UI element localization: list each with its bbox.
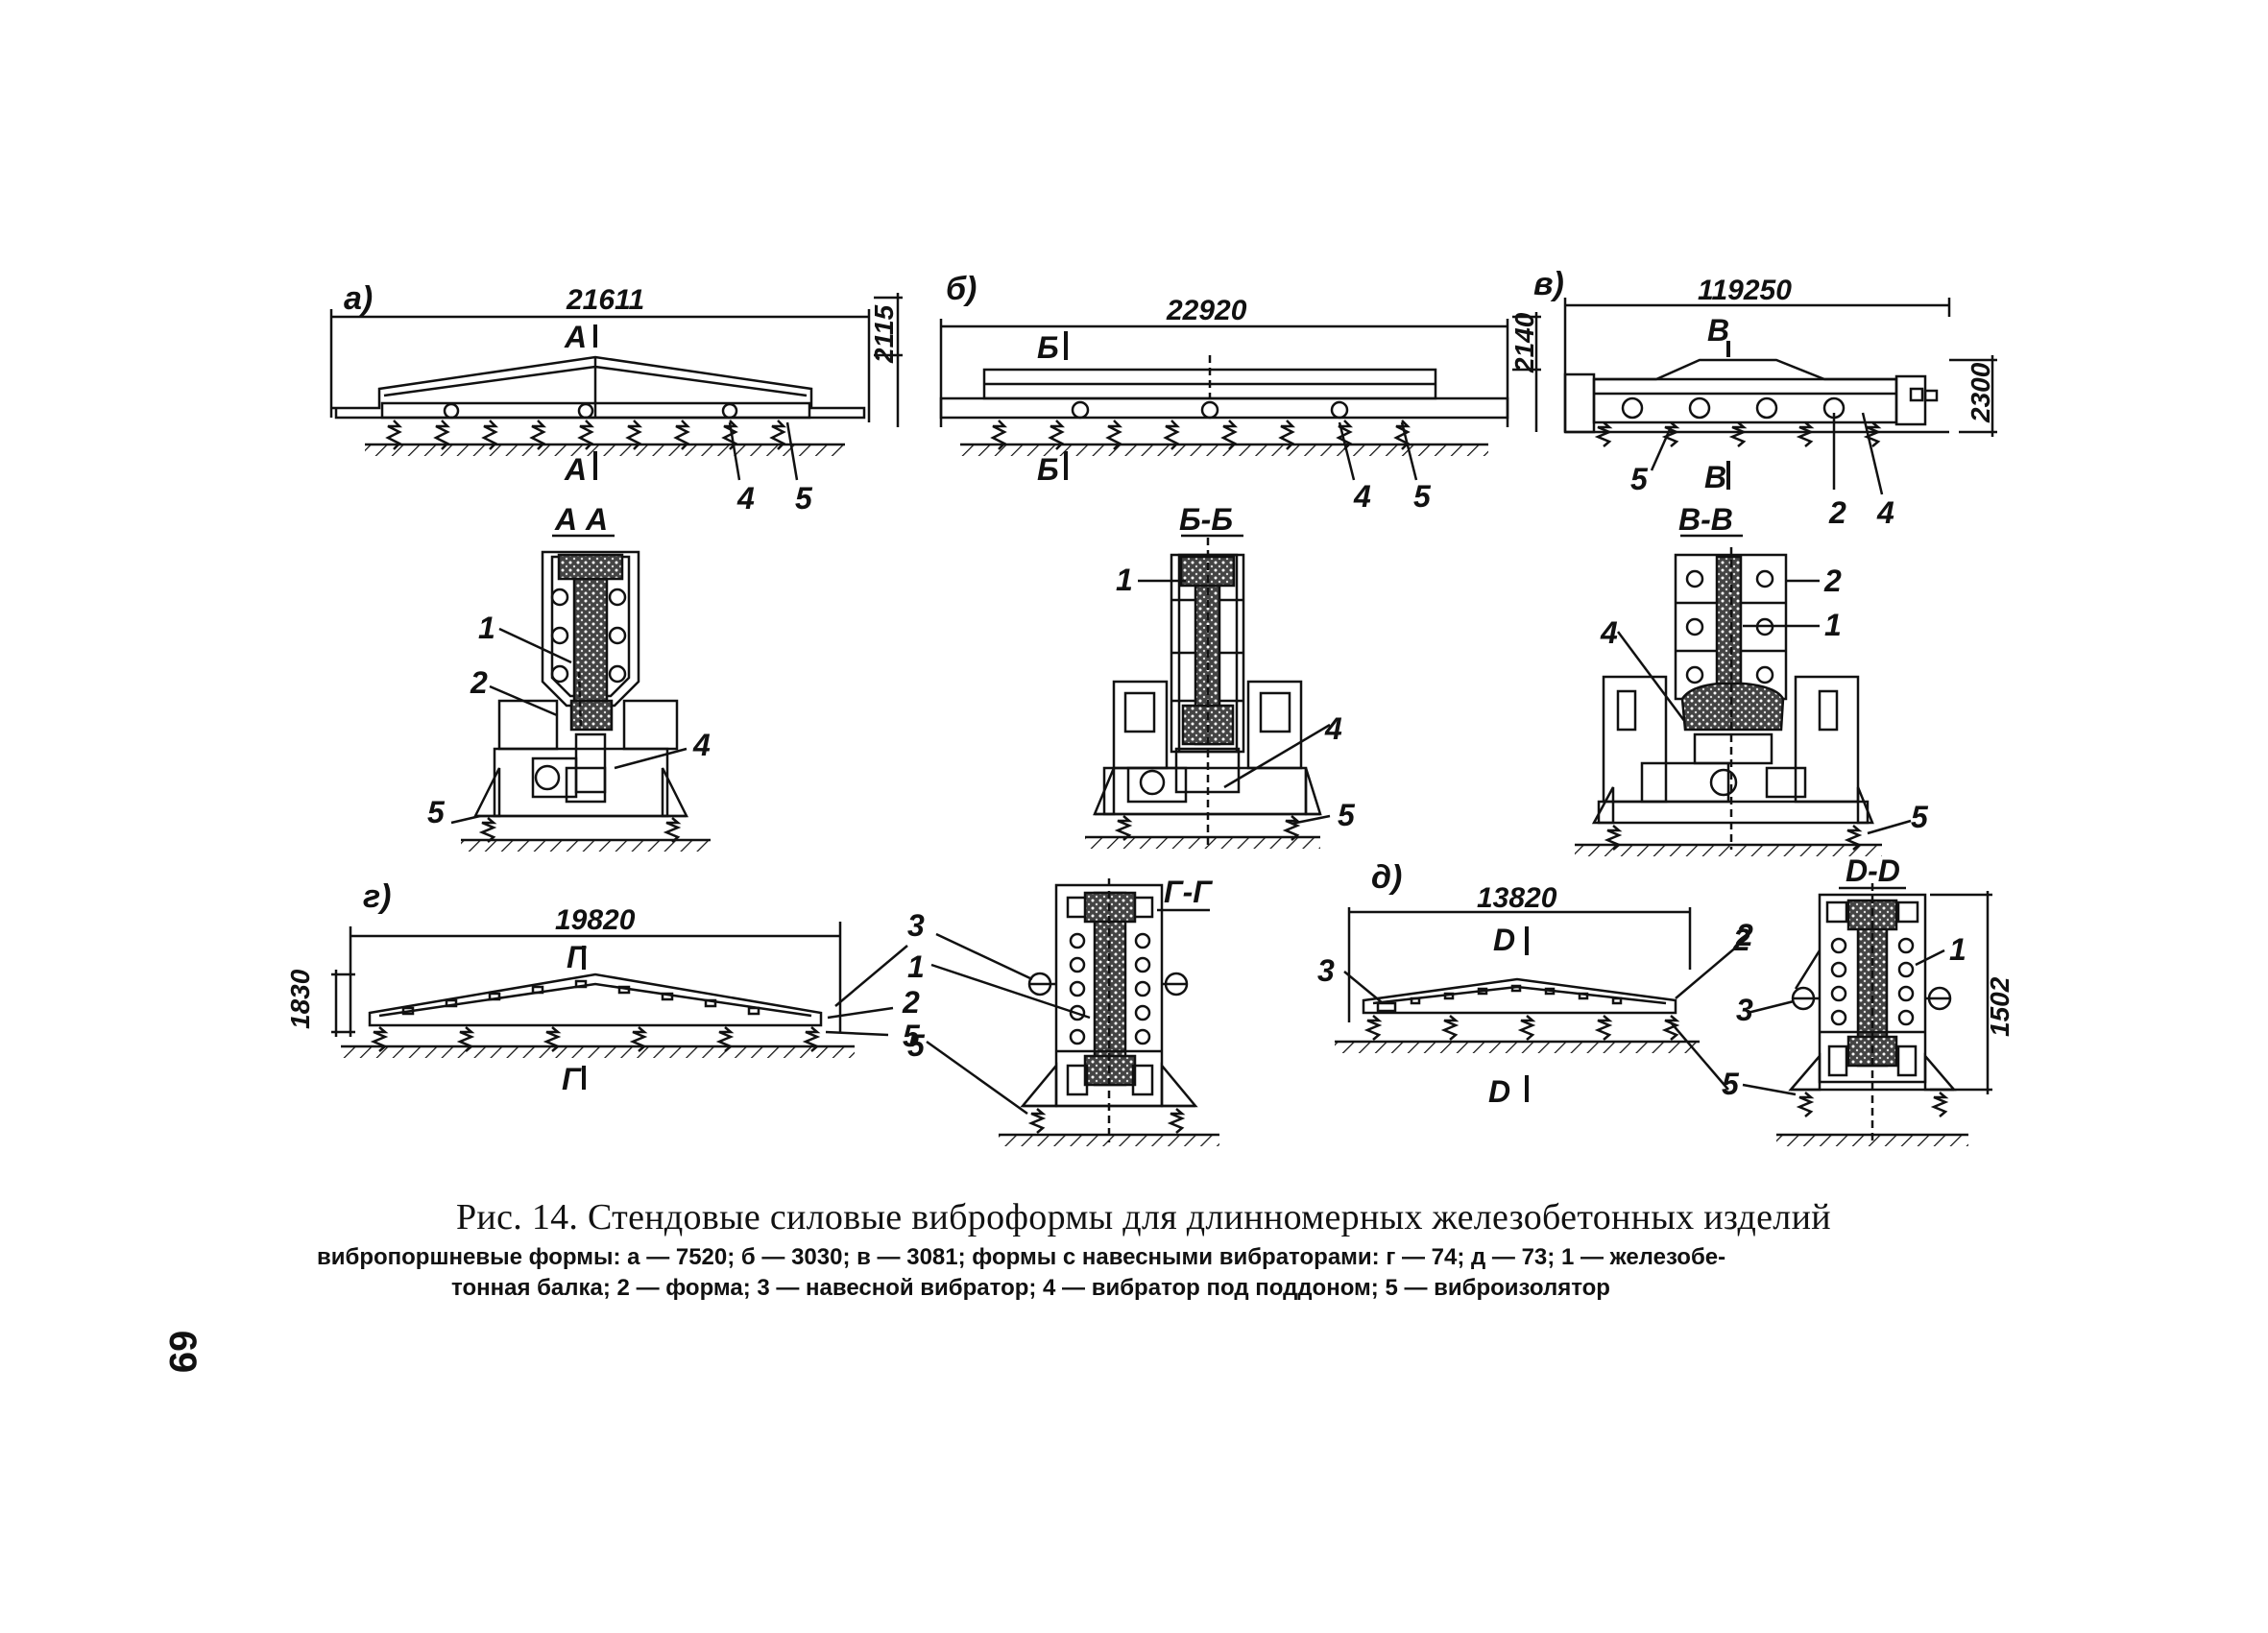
panel-d [1335,907,1739,1102]
section-dd-title: D-D [1846,853,1900,888]
labels-panel-d: д) 13820 D D 3 2 [1317,859,1750,1109]
section-gg-callout-5: 5 [907,1028,926,1063]
panel-b-section-mark-top: Б [1037,330,1059,365]
panel-g-letter: г) [363,878,391,915]
panel-v-isolators [1594,421,1882,447]
labels-section-gg: Г-Г 3 1 5 [907,875,1213,1063]
panel-v [1563,298,1997,495]
section-gg-title: Г-Г [1164,875,1213,909]
panel-v-section-mark-top: В [1707,313,1729,348]
labels-section-vv: В-В 2 1 4 5 [1600,502,1929,834]
section-bb-callout-1: 1 [1116,563,1133,597]
panel-g-callout-2: 2 [902,985,920,1020]
labels-panel-v: в) 119250 2300 В В 5 2 4 [1533,266,1995,530]
panel-b-section-mark-bottom: Б [1037,452,1059,487]
labels-section-aa: А А 1 2 4 5 [427,502,711,829]
panel-d-length: 13820 [1477,882,1557,914]
caption-body: вибропоршневые формы: а — 7520; б — 3030… [317,1242,2026,1304]
section-aa-title: А А [554,502,608,537]
panel-v-callout-5: 5 [1630,462,1649,496]
panel-v-section-mark-bottom: В [1704,460,1726,494]
panel-a-callout-5: 5 [795,481,813,516]
section-aa [450,534,711,852]
panel-b-length: 22920 [1166,295,1247,326]
panel-a-section-mark-top: А [564,320,587,354]
labels-section-bb: Б-Б 1 4 5 [1116,502,1356,832]
panel-d-isolators [1363,1015,1680,1041]
caption-line-2: тонная балка; 2 — форма; 3 — навесной ви… [451,1275,1610,1301]
panel-d-section-mark-bottom: D [1488,1074,1510,1109]
panel-a [329,293,903,481]
section-vv-title: В-В [1678,502,1733,537]
labels-section-dd: D-D 1502 2 1 3 5 [1722,853,2015,1101]
section-dd-callout-1: 1 [1949,932,1966,967]
section-aa-callout-4: 4 [692,728,711,762]
labels-panel-b: б) 22920 2140 Б Б 4 5 [946,271,1539,514]
section-dd-callout-5: 5 [1722,1067,1740,1101]
panel-a-height: 2115 [869,304,899,364]
section-vv-callout-5: 5 [1911,800,1929,834]
section-aa-callout-2: 2 [470,665,488,700]
panel-g [331,922,908,1090]
panel-b [939,312,1541,481]
section-vv-callout-2: 2 [1823,564,1842,598]
section-gg [926,878,1219,1146]
panel-g-section-mark-top: Г [567,940,587,974]
panel-b-callout-5: 5 [1413,479,1432,514]
section-vv [1575,534,1912,856]
panel-g-callout-5: 5 [903,1019,921,1053]
panel-d-holes [1410,984,1623,1005]
panel-g-section-mark-bottom: Г [562,1062,582,1096]
panel-a-length: 21611 [566,284,644,316]
section-aa-callout-1: 1 [478,611,495,645]
panel-a-callout-4: 4 [736,481,755,516]
panel-d-section-mark-top: D [1493,923,1515,957]
panel-d-callout-3: 3 [1317,953,1335,988]
section-bb-callout-5: 5 [1338,798,1356,832]
section-gg-callout-3: 3 [907,908,925,943]
panel-g-height: 1830 [285,969,315,1029]
section-bb-callout-4: 4 [1324,711,1342,746]
section-dd [1742,883,1992,1146]
panel-v-height: 2300 [1966,362,1995,423]
panel-v-letter: в) [1533,266,1564,302]
labels-panel-g: г) 19820 1830 Г Г 2 5 [285,878,921,1096]
panel-v-callout-2: 2 [1828,495,1846,530]
section-bb [1085,534,1331,849]
caption-line-1: вибропоршневые формы: а — 7520; б — 3030… [317,1244,1726,1270]
panel-d-letter: д) [1371,859,1402,896]
section-gg-callout-1: 1 [907,949,925,984]
panel-a-letter: а) [344,280,373,317]
panel-v-callout-4: 4 [1876,495,1894,530]
panel-g-holes [401,979,760,1016]
section-vv-callout-1: 1 [1824,608,1842,642]
caption-title: Рис. 14. Стендовые силовые виброформы дл… [456,1197,1831,1237]
panel-b-callout-4: 4 [1353,479,1371,514]
panel-b-letter: б) [946,271,977,307]
labels-panel-a: а) 21611 2115 А А 4 5 [344,280,899,516]
panel-g-length: 19820 [555,904,636,936]
panel-a-section-mark-bottom: А [564,452,587,487]
panel-d-callout-2: 2 [1732,923,1750,957]
page-number: 69 [161,1330,204,1374]
section-vv-callout-4: 4 [1600,615,1618,650]
figure-caption: Рис. 14. Стендовые силовые виброформы дл… [317,1196,2026,1304]
section-bb-title: Б-Б [1179,502,1233,537]
panel-v-length: 119250 [1698,275,1792,306]
section-dd-callout-3: 3 [1736,993,1753,1027]
panel-b-height: 2140 [1509,312,1539,373]
section-dd-callout-2: 2 [1735,918,1753,952]
section-dd-height: 1502 [1985,976,2015,1037]
section-aa-callout-5: 5 [427,795,446,829]
